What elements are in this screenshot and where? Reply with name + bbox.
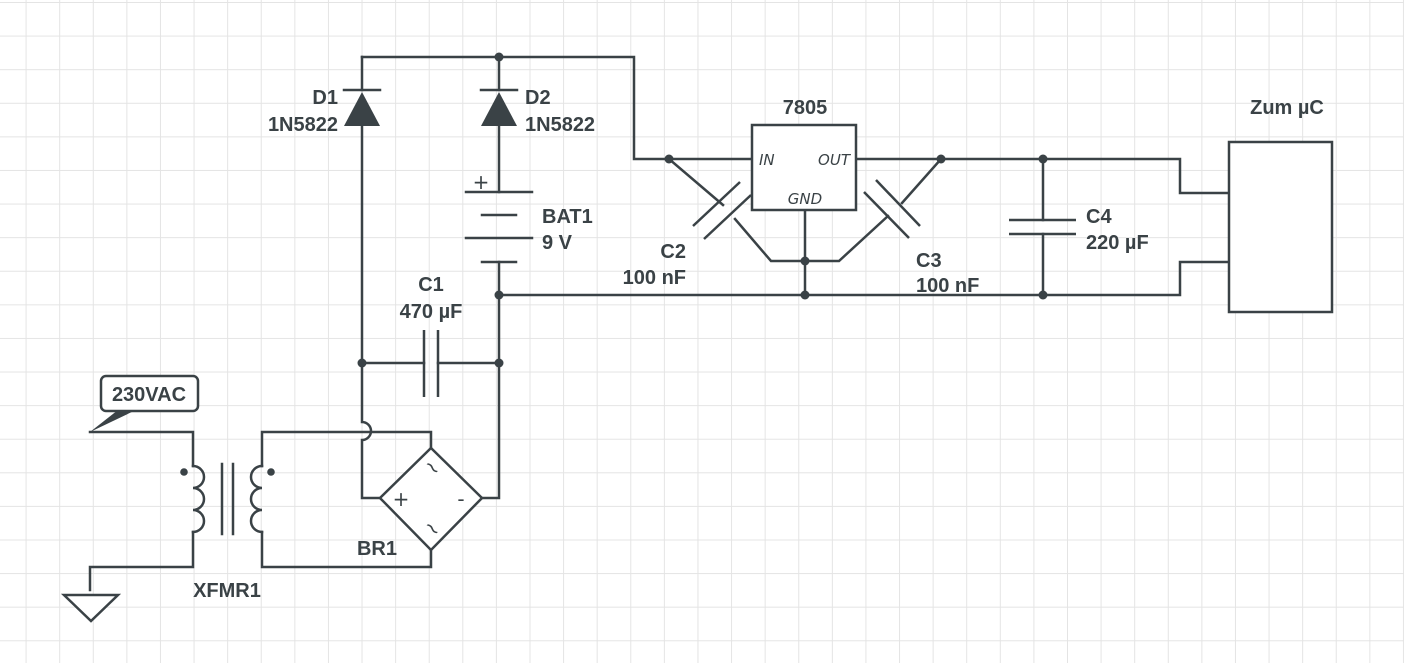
ground-icon[interactable] — [60, 593, 122, 623]
bridge-plus-sign: + — [393, 487, 410, 511]
d1-ref-label: D1 — [312, 87, 338, 109]
wire-top-rail — [360, 55, 754, 161]
polarity-dot — [180, 468, 188, 476]
transformer-xfmr1[interactable]: XFMR1 — [180, 462, 275, 602]
junction-dot — [494, 52, 504, 62]
battery-plus-sign: + — [473, 170, 490, 194]
capacitor-plate — [703, 194, 752, 240]
capacitor-plate — [863, 191, 910, 239]
capacitor-c1[interactable]: C1 470 µF — [400, 274, 463, 397]
c1-ref-label: C1 — [418, 274, 444, 296]
junction-dot — [936, 154, 946, 164]
c3-value-label: 100 nF — [916, 275, 979, 297]
br1-ref-label: BR1 — [357, 538, 397, 560]
d1-part-label: 1N5822 — [268, 114, 338, 136]
bridge-minus-sign: - — [457, 487, 464, 511]
wire-c2-leads — [667, 157, 807, 263]
d2-part-label: 1N5822 — [525, 114, 595, 136]
regulator-pin-out: OUT — [818, 151, 852, 169]
junction-dot — [800, 290, 810, 300]
ground-triangle — [60, 593, 122, 623]
capacitor-c4[interactable]: C4 220 µF — [1009, 206, 1149, 254]
diode-d2-symbol — [481, 92, 517, 126]
xfmr1-ref-label: XFMR1 — [193, 580, 261, 602]
capacitor-plate — [875, 179, 921, 227]
diode-d2[interactable]: D2 1N5822 — [479, 87, 595, 136]
output-box — [1227, 140, 1334, 314]
c3-ref-label: C3 — [916, 250, 942, 272]
bridge-rectifier-br1[interactable]: ~ ~ + - BR1 — [357, 446, 484, 560]
capacitor-c2[interactable]: C2 100 nF — [623, 181, 752, 289]
diode-d1[interactable]: D1 1N5822 — [268, 87, 382, 136]
wire-c3-leads — [803, 157, 943, 263]
callout-box — [99, 374, 200, 413]
polarity-dot — [267, 468, 275, 476]
regulator-pin-in: IN — [759, 151, 775, 169]
c2-value-label: 100 nF — [623, 267, 686, 289]
junction-dot — [357, 358, 367, 368]
c4-value-label: 220 µF — [1086, 232, 1149, 254]
regulator-ref-label: 7805 — [783, 97, 828, 119]
output-connector[interactable]: Zum µC — [1227, 97, 1334, 314]
wire-output-rail — [855, 157, 1231, 195]
junction-dot — [800, 256, 810, 266]
primary-coil — [191, 464, 206, 534]
junction-dot — [494, 358, 504, 368]
bat1-ref-label: BAT1 — [542, 206, 593, 228]
battery-bat1[interactable]: + BAT1 9 V — [464, 170, 593, 264]
callout-pointer — [90, 410, 136, 432]
c2-ref-label: C2 — [660, 241, 686, 263]
regulator-body — [750, 123, 858, 212]
output-label: Zum µC — [1250, 97, 1324, 119]
wire-ground-rail — [497, 260, 1231, 297]
wires — [88, 55, 1231, 592]
ac-source-label: 230VAC — [112, 384, 186, 406]
diode-d1-symbol — [344, 92, 380, 126]
regulator-pin-gnd: GND — [788, 190, 822, 208]
capacitor-c3[interactable]: C3 100 nF — [863, 179, 979, 297]
secondary-coil — [249, 464, 264, 534]
junction-dot — [664, 154, 674, 164]
capacitor-plate — [692, 181, 741, 227]
regulator-7805[interactable]: 7805 IN OUT GND — [750, 97, 858, 212]
c1-value-label: 470 µF — [400, 301, 463, 323]
ac-source-callout[interactable]: 230VAC — [90, 374, 200, 432]
junction-dot — [494, 290, 504, 300]
bridge-body — [378, 446, 484, 552]
junctions — [357, 52, 1048, 368]
wire-primary — [88, 430, 195, 592]
d2-ref-label: D2 — [525, 87, 551, 109]
junction-dot — [1038, 290, 1048, 300]
c4-ref-label: C4 — [1086, 206, 1112, 228]
wire-secondary — [260, 430, 433, 569]
bat1-value-label: 9 V — [542, 232, 573, 254]
wire-d2-column — [480, 55, 501, 500]
junction-dot — [1038, 154, 1048, 164]
